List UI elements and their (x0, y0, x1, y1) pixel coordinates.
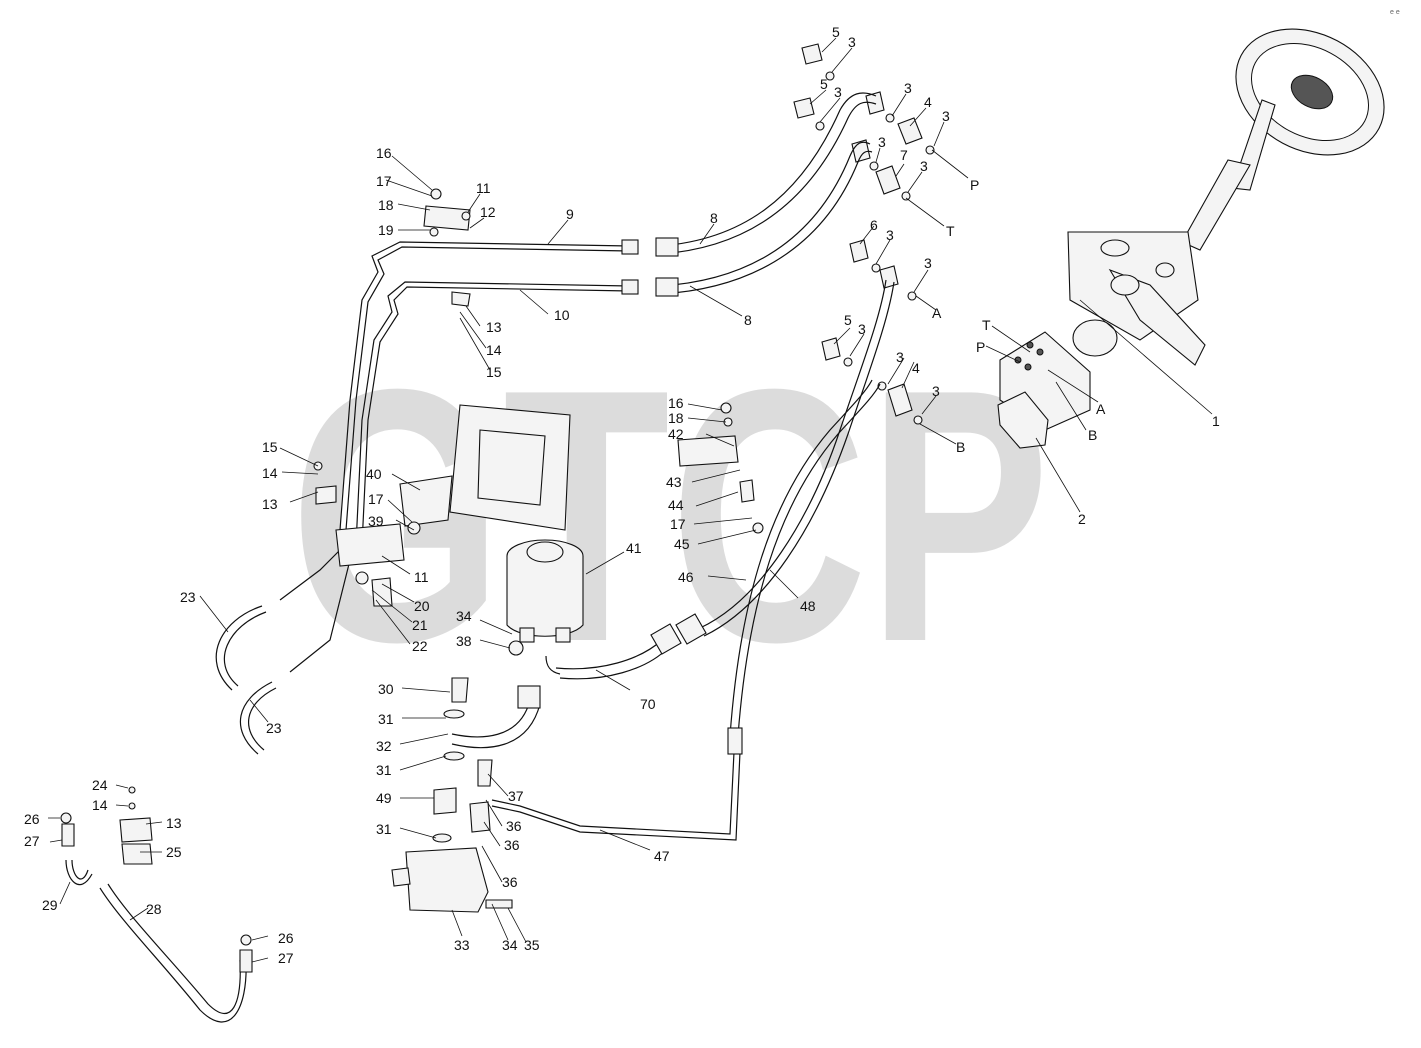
callout-unit-port-a: A (1096, 401, 1106, 417)
callout-26: 26 (278, 930, 294, 946)
callout-42: 42 (668, 426, 684, 442)
callout-22: 22 (412, 638, 428, 654)
brackets-reservoir (119, 205, 739, 865)
callout-70: 70 (640, 696, 656, 712)
callout-13: 13 (486, 319, 502, 335)
callout-14: 14 (486, 342, 502, 358)
callout-26: 26 (24, 811, 40, 827)
callout-3: 3 (942, 108, 950, 124)
callout-27: 27 (24, 833, 40, 849)
callout-32: 32 (376, 738, 392, 754)
callout-47: 47 (654, 848, 670, 864)
callout-3: 3 (886, 227, 894, 243)
callout-28: 28 (146, 901, 162, 917)
callout-17: 17 (670, 516, 686, 532)
callout-3: 3 (896, 349, 904, 365)
callout-14: 14 (262, 465, 278, 481)
callout-36: 36 (502, 874, 518, 890)
callout-31: 31 (376, 821, 392, 837)
callout-15: 15 (262, 439, 278, 455)
callout-45: 45 (674, 536, 690, 552)
callout-11: 11 (476, 180, 491, 196)
callout-39: 39 (368, 513, 384, 529)
callout-23: 23 (180, 589, 196, 605)
callout-port-t: T (946, 223, 955, 239)
callout-30: 30 (378, 681, 394, 697)
callout-4: 4 (912, 360, 920, 376)
callout-25: 25 (166, 844, 182, 860)
callout-13: 13 (166, 815, 182, 831)
callout-24: 24 (92, 777, 108, 793)
callout-16: 16 (668, 395, 684, 411)
callout-18: 18 (378, 197, 394, 213)
callout-3: 3 (924, 255, 932, 271)
callout-44: 44 (668, 497, 684, 513)
callout-41: 41 (626, 540, 642, 556)
callout-port-b: B (956, 439, 965, 455)
callout-8: 8 (744, 312, 752, 328)
callout-31: 31 (376, 762, 392, 778)
callout-port-a: A (932, 305, 942, 321)
callout-27: 27 (278, 950, 294, 966)
callout-16: 16 (376, 145, 392, 161)
callout-33: 33 (454, 937, 470, 953)
callout-38: 38 (456, 633, 472, 649)
callout-3: 3 (858, 321, 866, 337)
callout-2: 2 (1078, 511, 1086, 527)
callout-3: 3 (932, 383, 940, 399)
callout-34: 34 (456, 608, 472, 624)
hoses-and-tubes (65, 92, 895, 1023)
callout-3: 3 (878, 134, 886, 150)
corner-mark: e e (1390, 9, 1400, 16)
callout-31: 31 (378, 711, 394, 727)
hydraulic-pump (60, 188, 764, 973)
steering-wheel-assembly (1067, 28, 1385, 366)
callout-34: 34 (502, 937, 518, 953)
callout-5: 5 (820, 76, 828, 92)
callout-15: 15 (486, 364, 502, 380)
leader-lines (48, 37, 1213, 963)
callout-13: 13 (262, 496, 278, 512)
callout-11: 11 (414, 569, 429, 585)
callout-5: 5 (832, 24, 840, 40)
callout-20: 20 (414, 598, 430, 614)
callout-unit-port-b: B (1088, 427, 1097, 443)
callout-17: 17 (376, 173, 392, 189)
callout-5: 5 (844, 312, 852, 328)
callout-3: 3 (834, 84, 842, 100)
callout-43: 43 (666, 474, 682, 490)
callout-12: 12 (480, 204, 496, 220)
callout-3: 3 (920, 158, 928, 174)
callout-18: 18 (668, 410, 684, 426)
callout-40: 40 (366, 466, 382, 482)
callout-48: 48 (800, 598, 816, 614)
callout-port-p: P (970, 177, 979, 193)
callout-23: 23 (266, 720, 282, 736)
callout-7: 7 (900, 147, 908, 163)
callout-37: 37 (508, 788, 524, 804)
callout-9: 9 (566, 206, 574, 222)
steering-control-unit (997, 331, 1091, 449)
callout-35: 35 (524, 937, 540, 953)
callout-29: 29 (42, 897, 58, 913)
callout-6: 6 (870, 217, 878, 233)
callout-36: 36 (506, 818, 522, 834)
callout-8: 8 (710, 210, 718, 226)
callout-4: 4 (924, 94, 932, 110)
callout-49: 49 (376, 790, 392, 806)
callout-labels: 5 3 5 3 3 4 3 3 7 3 P T 16 17 18 19 11 1… (24, 24, 1220, 966)
callout-17: 17 (368, 491, 384, 507)
callout-46: 46 (678, 569, 694, 585)
callout-unit-port-t: T (982, 317, 991, 333)
callout-14: 14 (92, 797, 108, 813)
callout-1: 1 (1212, 413, 1220, 429)
callout-36: 36 (504, 837, 520, 853)
callout-unit-port-p: P (976, 339, 985, 355)
callout-3: 3 (848, 34, 856, 50)
callout-21: 21 (412, 617, 428, 633)
callout-3: 3 (904, 80, 912, 96)
callout-10: 10 (554, 307, 570, 323)
callout-19: 19 (378, 222, 394, 238)
